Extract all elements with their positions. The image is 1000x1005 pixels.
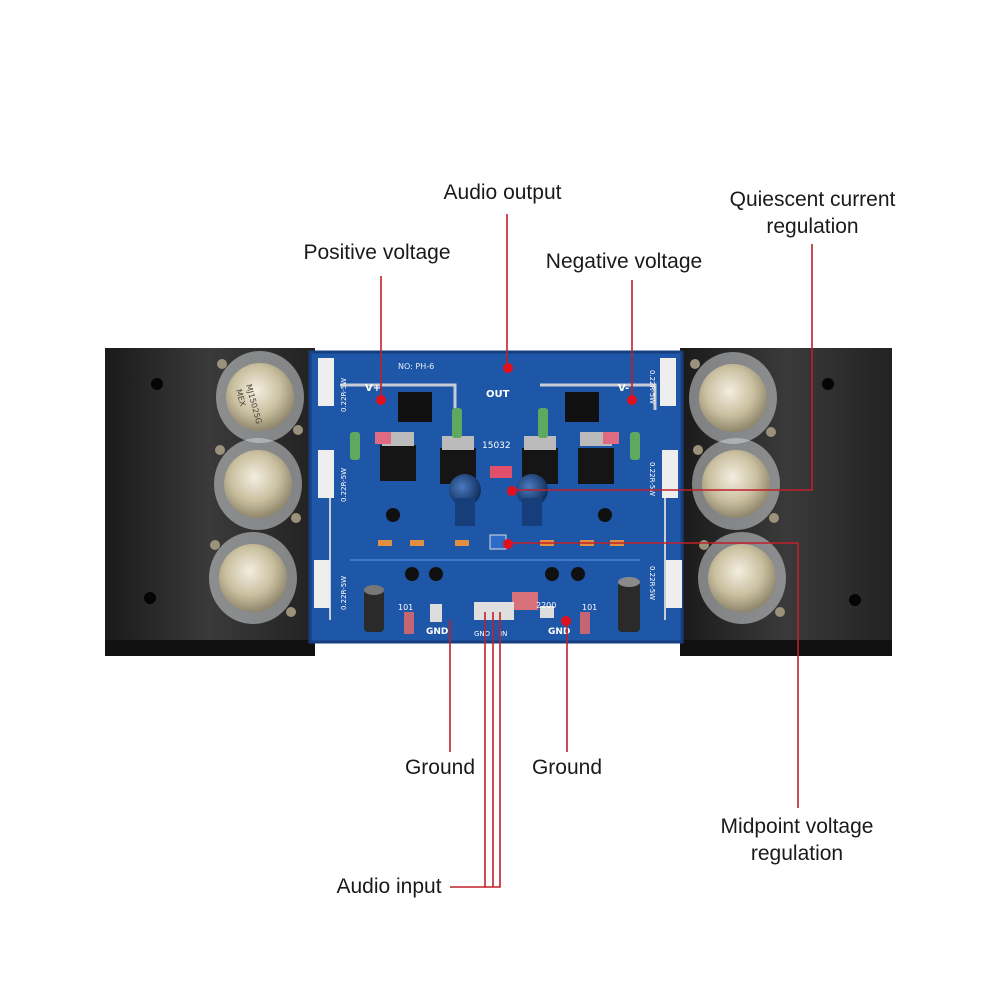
leader-lines bbox=[380, 214, 813, 888]
label-midpoint-line2: regulation bbox=[750, 842, 844, 865]
label-audio-input: Audio input bbox=[336, 875, 442, 898]
pcb-board: NO: PH-6 OUT V+ V- 15032 101 2200 101 GN… bbox=[308, 350, 684, 644]
label-negative-voltage: Negative voltage bbox=[545, 250, 703, 273]
transistor-marking-2: MEX bbox=[234, 388, 247, 408]
dot-quiescent bbox=[507, 486, 517, 496]
pcb-gnd-left: GND bbox=[426, 627, 448, 637]
pcb-resistor-mr: 0.22R-5W bbox=[648, 462, 656, 496]
dot-negative-voltage bbox=[627, 395, 637, 405]
transistor-right-2 bbox=[692, 438, 780, 530]
label-ground-left: Ground bbox=[404, 756, 476, 779]
dot-audio-output bbox=[503, 363, 513, 373]
transistor-right-3 bbox=[698, 532, 786, 624]
transistor-left-2 bbox=[214, 438, 302, 530]
leader-audio-input bbox=[450, 612, 486, 888]
label-ground-right: Ground bbox=[531, 756, 603, 779]
pcb-resistor-tl: 0.22R-5W bbox=[340, 378, 348, 412]
pcb-r-label-2: 2200 bbox=[536, 601, 556, 610]
pcb-resistor-bl: 0.22R-5W bbox=[340, 576, 348, 610]
label-quiescent-line2: regulation bbox=[766, 215, 859, 238]
dot-midpoint bbox=[503, 539, 513, 549]
pcb-in: IN bbox=[500, 630, 507, 638]
dot-positive-voltage bbox=[376, 395, 386, 405]
pcb-title: NO: PH-6 bbox=[398, 362, 434, 371]
transistor-left-3 bbox=[209, 532, 297, 624]
pcb-resistor-tr: 0.22R-5W bbox=[648, 370, 656, 404]
pcb-gnd-in: GND bbox=[474, 630, 490, 638]
pcb-vplus-label: V+ bbox=[365, 383, 381, 394]
transistor-right-1 bbox=[689, 352, 777, 444]
pcb-ic-label: 15032 bbox=[482, 441, 511, 451]
pcb-resistor-br: 0.22R-5W bbox=[648, 566, 656, 600]
dot-ground-right bbox=[561, 616, 571, 626]
transistor-left-1 bbox=[216, 351, 304, 443]
label-quiescent-line1: Quiescent current bbox=[729, 188, 896, 211]
pcb-out-label: OUT bbox=[486, 389, 510, 400]
label-positive-voltage: Positive voltage bbox=[303, 241, 451, 264]
pcb-r-label-1: 101 bbox=[398, 603, 413, 612]
leader-audio-input-3 bbox=[485, 612, 501, 888]
leader-midpoint bbox=[508, 542, 799, 808]
pcb-r-label-3: 101 bbox=[582, 603, 597, 612]
marker-dots bbox=[376, 363, 637, 626]
label-audio-output: Audio output bbox=[443, 181, 562, 204]
pcb-gnd-right: GND bbox=[548, 627, 570, 637]
leader-quiescent bbox=[512, 244, 813, 491]
label-midpoint-line1: Midpoint voltage bbox=[720, 815, 874, 838]
power-transistors: MJ15025G MEX bbox=[209, 351, 786, 624]
pcb-resistor-ml: 0.22R-5W bbox=[340, 468, 348, 502]
pcb-vminus-label: V- bbox=[618, 383, 629, 394]
